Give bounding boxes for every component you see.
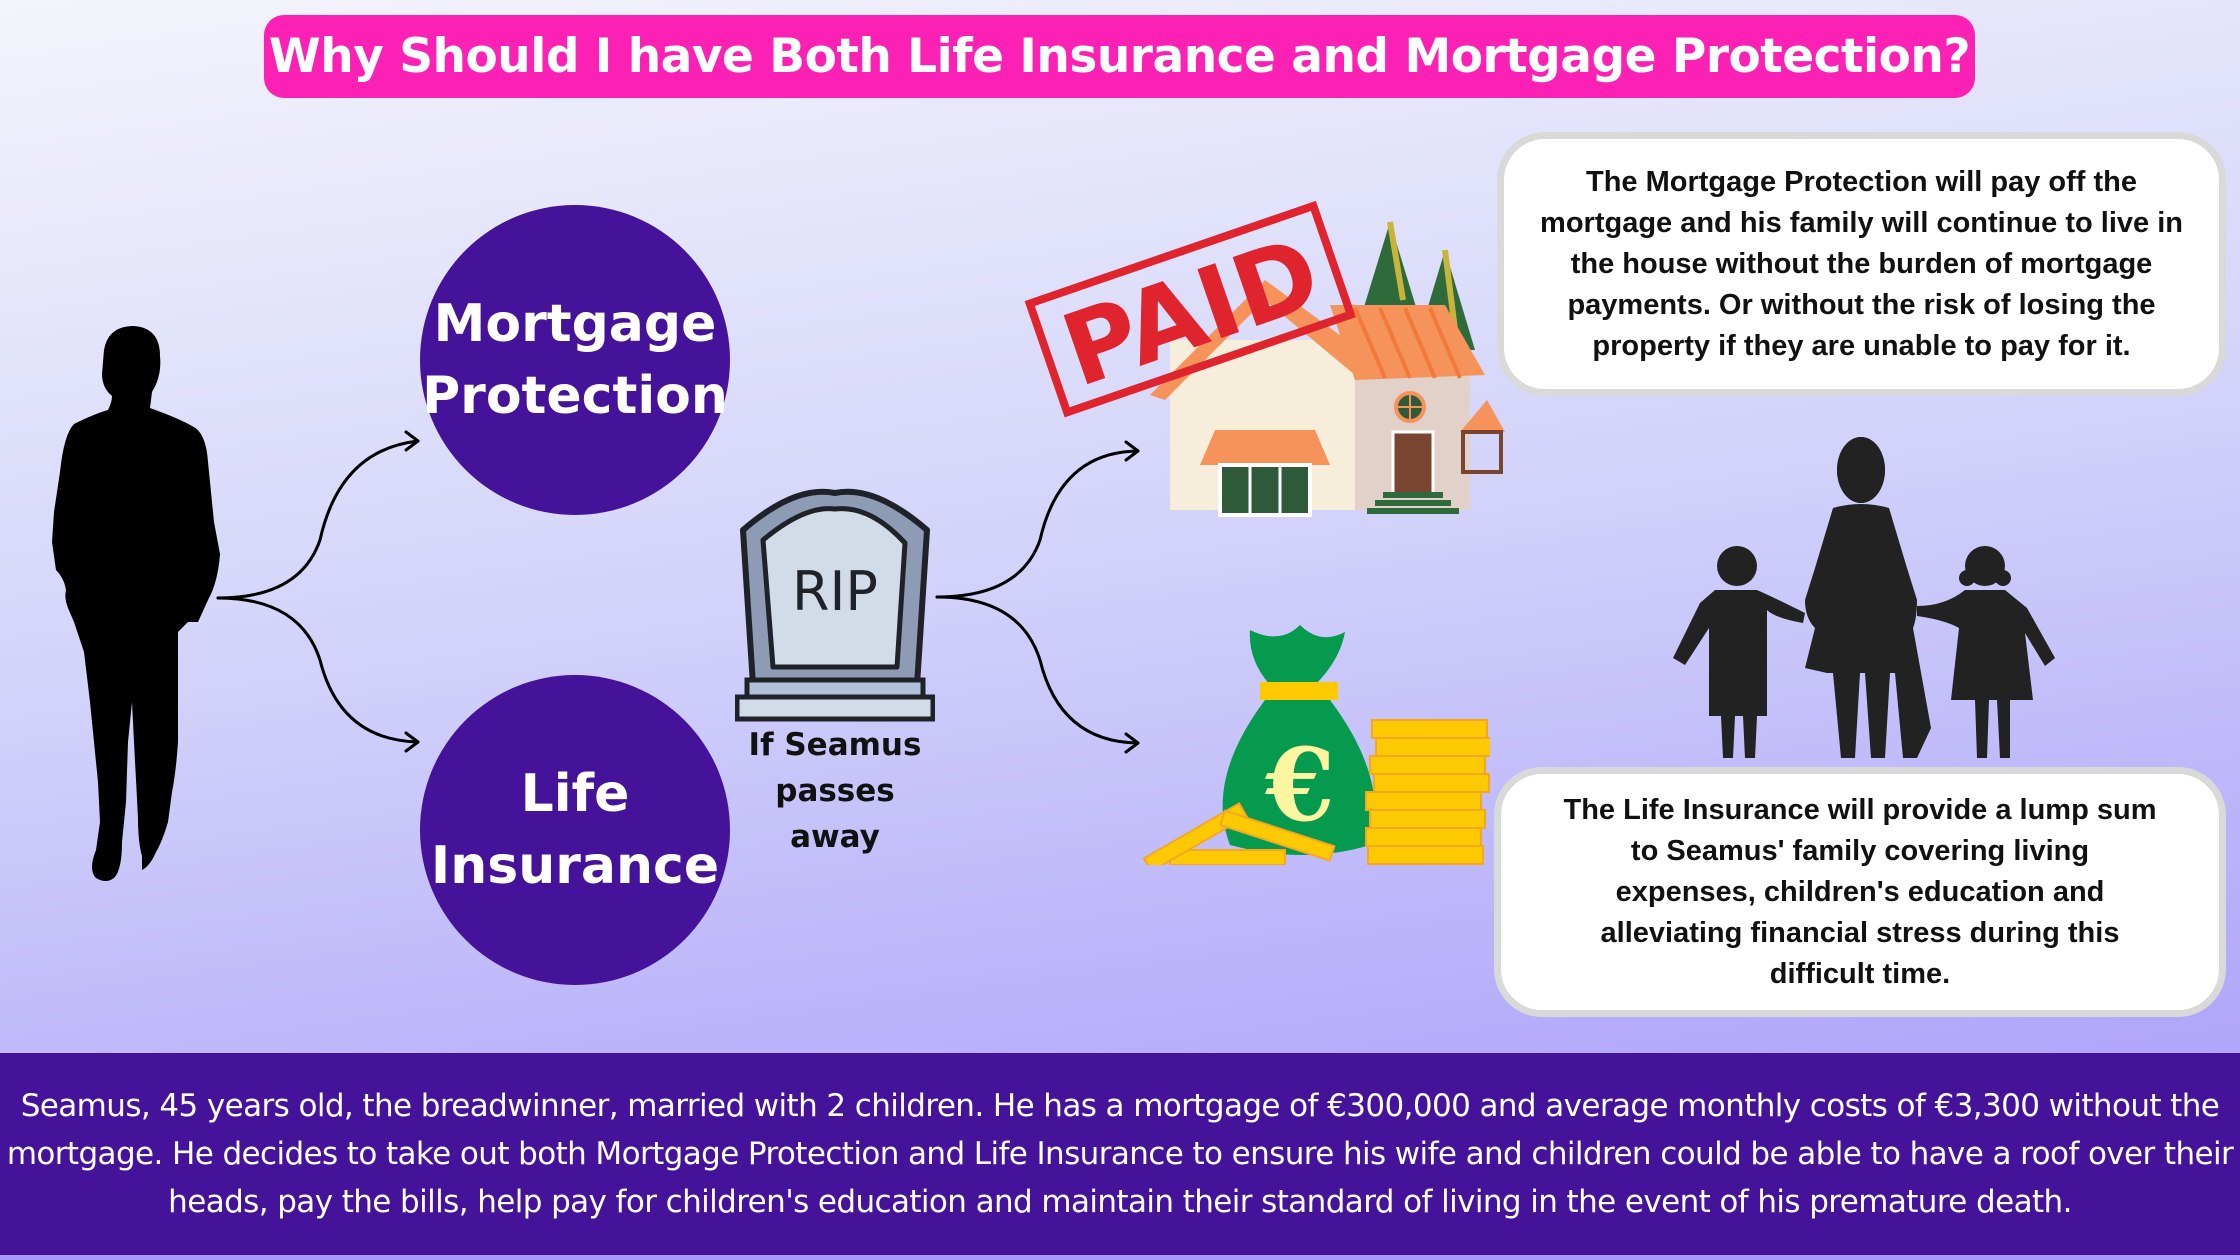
mortgage-protection-description: The Mortgage Protection will pay off the… xyxy=(1540,165,2183,362)
arrow-icon xyxy=(935,449,1140,599)
life-insurance-description: The Life Insurance will provide a lump s… xyxy=(1563,793,2157,990)
man-silhouette-icon xyxy=(52,326,220,881)
euro-symbol: € xyxy=(1264,726,1335,844)
caption-line: If Seamus xyxy=(748,727,922,763)
coin-stack-icon xyxy=(1365,719,1490,865)
arrow-icon xyxy=(216,596,420,744)
circle-label-line2: Insurance xyxy=(430,836,720,896)
tombstone-icon: RIP xyxy=(735,488,935,722)
scenario-text: Seamus, 45 years old, the breadwinner, m… xyxy=(6,1088,2234,1220)
arrow-icon xyxy=(216,439,420,600)
life-insurance-info-box: The Life Insurance will provide a lump s… xyxy=(1494,767,2226,1017)
rip-label: RIP xyxy=(792,560,878,623)
scenario-band: Seamus, 45 years old, the breadwinner, m… xyxy=(0,1053,2240,1255)
bottom-strip xyxy=(0,1255,2240,1260)
money-bag-icon: € xyxy=(1142,625,1490,865)
life-insurance-circle: Life Insurance xyxy=(420,675,730,985)
circle-label-line1: Mortgage xyxy=(433,294,717,354)
house-icon: PAID xyxy=(1024,200,1505,517)
arrow-icon xyxy=(935,595,1140,745)
tombstone-caption: If Seamus passes away xyxy=(735,722,935,860)
circle-label-line2: Protection xyxy=(422,366,728,426)
caption-line: passes xyxy=(775,773,895,809)
circle-label-line1: Life xyxy=(520,764,630,824)
caption-line: away xyxy=(790,819,880,855)
title-banner: Why Should I have Both Life Insurance an… xyxy=(264,15,1975,98)
page-title: Why Should I have Both Life Insurance an… xyxy=(268,29,1971,84)
mortgage-protection-circle: Mortgage Protection xyxy=(420,205,730,515)
mortgage-protection-info-box: The Mortgage Protection will pay off the… xyxy=(1497,132,2226,396)
family-silhouette-icon xyxy=(1673,437,2055,758)
